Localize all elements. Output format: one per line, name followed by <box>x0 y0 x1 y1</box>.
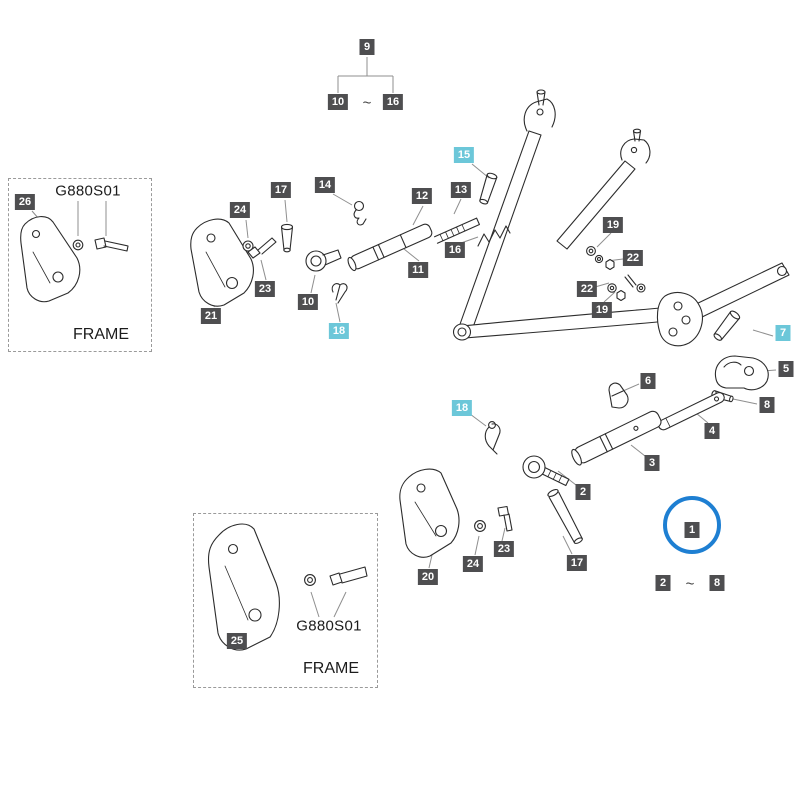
part-label-7[interactable]: 7 <box>775 325 791 341</box>
part-label-19[interactable]: 19 <box>602 217 624 233</box>
part-label-14[interactable]: 14 <box>314 177 336 193</box>
drawing-washer-24-top <box>242 240 254 252</box>
part-label-22[interactable]: 22 <box>576 281 598 297</box>
drawing-three-hole-plate <box>656 292 703 347</box>
drawing-frame-washer-bolt-bottom <box>304 566 368 586</box>
drawing-bracket-21 <box>190 218 254 307</box>
part-label-11[interactable]: 11 <box>408 262 428 278</box>
part-label-25[interactable]: 25 <box>226 633 248 649</box>
part-label-4[interactable]: 4 <box>704 423 720 439</box>
drawing-rod-end-2 <box>522 455 570 487</box>
drawing-hardware-cluster-19-22 <box>586 246 646 302</box>
frame-label: FRAME <box>73 326 129 343</box>
part-label-26[interactable]: 26 <box>14 194 36 210</box>
drawing-turnbuckle-11 <box>347 223 433 272</box>
part-label-3[interactable]: 3 <box>644 455 660 471</box>
drawing-bolt-23-top <box>247 237 277 259</box>
range-tilde: ~ <box>685 575 695 593</box>
part-label-17[interactable]: 17 <box>270 182 292 198</box>
part-label-12[interactable]: 12 <box>411 188 433 204</box>
drawing-upper-arm-1 <box>458 89 556 334</box>
part-label-8[interactable]: 8 <box>709 575 725 591</box>
drawing-rod-13 <box>434 217 480 244</box>
part-label-18[interactable]: 18 <box>328 323 350 339</box>
part-label-9[interactable]: 9 <box>359 39 375 55</box>
part-label-2[interactable]: 2 <box>575 484 591 500</box>
part-label-15[interactable]: 15 <box>453 147 475 163</box>
range-tilde: ~ <box>362 94 372 112</box>
drawing-spring-16 <box>477 225 511 247</box>
part-label-6[interactable]: 6 <box>640 373 656 389</box>
parts-art <box>20 89 790 651</box>
drawing-cotter-18-top <box>331 283 348 304</box>
frame-part-code: G880S01 <box>296 617 362 635</box>
part-label-8[interactable]: 8 <box>759 397 775 413</box>
part-label-23[interactable]: 23 <box>493 541 515 557</box>
part-label-10[interactable]: 10 <box>327 94 349 110</box>
drawing-clamp-6 <box>608 382 629 409</box>
part-label-21[interactable]: 21 <box>200 308 222 324</box>
frame-part-code: G880S01 <box>55 182 121 200</box>
part-label-23[interactable]: 23 <box>254 281 276 297</box>
drawing-frame-bracket-25 <box>207 523 280 651</box>
part-label-24[interactable]: 24 <box>462 556 484 572</box>
part-label-24[interactable]: 24 <box>229 202 251 218</box>
drawing-rod-end-10 <box>305 249 342 272</box>
frame-group-box <box>8 178 152 352</box>
part-label-10[interactable]: 10 <box>297 294 319 310</box>
frame-group-box <box>193 513 378 688</box>
part-label-22[interactable]: 22 <box>622 250 644 266</box>
part-label-16[interactable]: 16 <box>444 242 466 258</box>
part-label-1[interactable]: 1 <box>684 522 700 538</box>
drawing-pin-17-bottom <box>547 488 583 544</box>
part-label-18[interactable]: 18 <box>451 400 473 416</box>
drawing-bolt-23-bottom <box>497 505 513 532</box>
part-label-19[interactable]: 19 <box>591 302 613 318</box>
drawing-frame-washer-bolt-top <box>72 237 129 252</box>
drawing-turnbuckle-3 <box>571 410 662 466</box>
drawing-lift-arm-long <box>452 262 790 341</box>
drawing-pin-7 <box>713 310 741 341</box>
part-label-13[interactable]: 13 <box>450 182 472 198</box>
drawing-rod-4 <box>657 392 725 431</box>
drawing-cotter-18-bottom <box>484 421 501 455</box>
drawing-bracket-20 <box>399 468 460 558</box>
drawing-pin-15 <box>479 172 498 205</box>
drawing-yoke-5 <box>714 355 769 391</box>
drawing-washer-24-bottom <box>474 520 486 532</box>
part-label-17[interactable]: 17 <box>566 555 588 571</box>
frame-label: FRAME <box>303 660 359 677</box>
part-label-20[interactable]: 20 <box>417 569 439 585</box>
drawing-clip-14 <box>353 200 367 226</box>
drawing-pin-17-top <box>280 223 294 253</box>
part-label-2[interactable]: 2 <box>655 575 671 591</box>
drawing-frame-bracket-26 <box>20 216 81 303</box>
drawing-upper-arm-2 <box>556 128 651 250</box>
part-label-16[interactable]: 16 <box>382 94 404 110</box>
part-label-5[interactable]: 5 <box>778 361 794 377</box>
